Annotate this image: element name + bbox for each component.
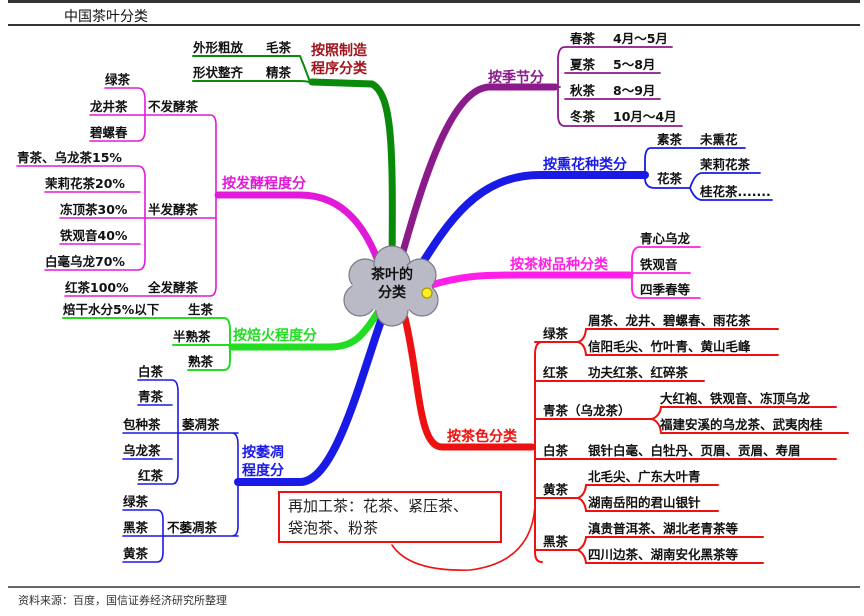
color-item: 眉茶、龙井、碧螺春、雨花茶: [588, 313, 751, 328]
withering-item: 白茶: [138, 364, 164, 379]
season-item: 冬茶: [570, 109, 596, 124]
reprocessed-line1: 再加工茶：花茶、紧压茶、: [288, 497, 469, 515]
fermentation-item: 青茶、乌龙茶15%: [17, 150, 122, 165]
withering-branch: [122, 314, 386, 563]
fermentation-item: 龙井茶: [90, 99, 128, 114]
withering-group: 不萎凋茶: [167, 520, 218, 535]
cultivar-branch: [424, 246, 701, 299]
fermentation-group: 不发酵茶: [148, 99, 199, 114]
fermentation-item: 铁观音40%: [60, 228, 128, 243]
roasting-label: 按焙火程度分: [233, 328, 317, 344]
cultivar-item: 四季春等: [640, 282, 691, 297]
fermentation-item: 冻顶茶30%: [60, 202, 128, 217]
cultivar-item: 青心乌龙: [640, 231, 691, 246]
color-item: 大红袍、铁观音、冻顶乌龙: [660, 391, 811, 406]
scent-label: 按熏花种类分: [543, 157, 627, 173]
roasting-desc: 焙干水分5%以下: [63, 302, 160, 317]
roasting-item: 半熟茶: [173, 329, 211, 344]
color-item: 滇贵普洱茶、湖北老青茶等: [588, 521, 739, 536]
season-branch: [396, 46, 683, 266]
withering-item: 黄茶: [123, 546, 149, 561]
withering-item: 绿茶: [123, 494, 149, 509]
source-note: 资料来源：百度，国信证券经济研究所整理: [18, 594, 227, 607]
cultivar-label: 按茶树品种分类: [510, 257, 608, 273]
manufacturing-branch: [192, 55, 396, 272]
fermentation-item: 碧螺春: [90, 125, 128, 140]
season-item: 春茶: [570, 31, 596, 46]
manufacturing-item: 毛茶: [266, 40, 292, 55]
fermentation-group: 半发酵茶: [148, 202, 199, 217]
manufacturing-desc: 形状整齐: [193, 65, 244, 80]
color-label: 按茶色分类: [447, 429, 517, 445]
roasting-item: 生茶: [188, 302, 214, 317]
fermentation-group: 全发酵茶: [148, 280, 199, 295]
color-group: 黑茶: [543, 534, 569, 549]
manufacturing-desc: 外形粗放: [193, 40, 244, 55]
season-months: 8～9月: [613, 83, 656, 98]
header-rule: [8, 24, 860, 26]
color-item: 信阳毛尖、竹叶青、黄山毛峰: [588, 339, 751, 354]
color-group: 白茶: [543, 443, 569, 458]
color-item: 福建安溪的乌龙茶、武夷肉桂: [660, 417, 823, 432]
season-months: 5～8月: [613, 57, 656, 72]
scent-item: 茉莉花茶: [700, 157, 751, 172]
scent-group: 花茶: [657, 171, 683, 186]
center-line2: 分类: [378, 285, 406, 301]
season-label: 按季节分: [488, 70, 544, 86]
top-rule: [8, 0, 860, 3]
season-months: 4月～5月: [613, 31, 668, 46]
color-group: 绿茶: [543, 326, 569, 341]
figure-title: 中国茶叶分类: [64, 9, 148, 25]
withering-label-1: 按萎凋: [242, 445, 284, 461]
season-months: 10月～4月: [613, 109, 677, 124]
center-node: 茶叶的 分类: [352, 266, 432, 302]
center-cloud: [343, 245, 439, 327]
color-item: 银针白毫、白牡丹、页眉、贡眉、寿眉: [588, 443, 801, 458]
roasting-branch: [62, 308, 382, 371]
color-group: 黄茶: [543, 482, 569, 497]
scent-branch: [414, 147, 773, 274]
reprocessed-line2: 袋泡茶、粉茶: [288, 519, 379, 537]
scent-item: 未熏花: [700, 132, 738, 147]
center-line1: 茶叶的: [371, 267, 413, 283]
withering-group: 萎凋茶: [182, 417, 220, 432]
fermentation-item: 茉莉花茶20%: [45, 176, 125, 191]
manufacturing-item: 精茶: [266, 65, 292, 80]
withering-item: 红茶: [138, 468, 164, 483]
withering-label-2: 程度分: [242, 463, 284, 479]
roasting-item: 熟茶: [188, 354, 214, 369]
color-item: 功夫红茶、红碎茶: [588, 365, 689, 380]
fermentation-label: 按发酵程度分: [222, 176, 306, 192]
reprocessed-tea-box: 再加工茶：花茶、紧压茶、 袋泡茶、粉茶: [278, 491, 502, 543]
manufacturing-label-1: 按照制造: [311, 43, 367, 59]
withering-item: 包种茶: [123, 417, 161, 432]
fermentation-item: 红茶100%: [65, 280, 129, 295]
fermentation-item: 白毫乌龙70%: [45, 254, 125, 269]
withering-item: 青茶: [138, 389, 164, 404]
scent-item: 桂花茶.......: [700, 184, 771, 199]
color-item: 北毛尖、广东大叶青: [588, 469, 701, 484]
color-group: 红茶: [543, 365, 569, 380]
scent-group: 素茶: [657, 132, 683, 147]
color-item: 湖南岳阳的君山银针: [588, 495, 701, 510]
color-group: 青茶（乌龙茶）: [543, 403, 631, 418]
footer-rule: [8, 586, 860, 588]
withering-item: 乌龙茶: [123, 443, 161, 458]
season-item: 夏茶: [570, 57, 596, 72]
cultivar-item: 铁观音: [640, 257, 678, 272]
season-item: 秋茶: [570, 83, 596, 98]
fermentation-item: 绿茶: [105, 72, 131, 87]
color-branch: [391, 314, 849, 571]
manufacturing-label-2: 程序分类: [311, 61, 367, 77]
color-item: 四川边茶、湖南安化黑茶等: [588, 547, 739, 562]
withering-item: 黑茶: [123, 520, 149, 535]
